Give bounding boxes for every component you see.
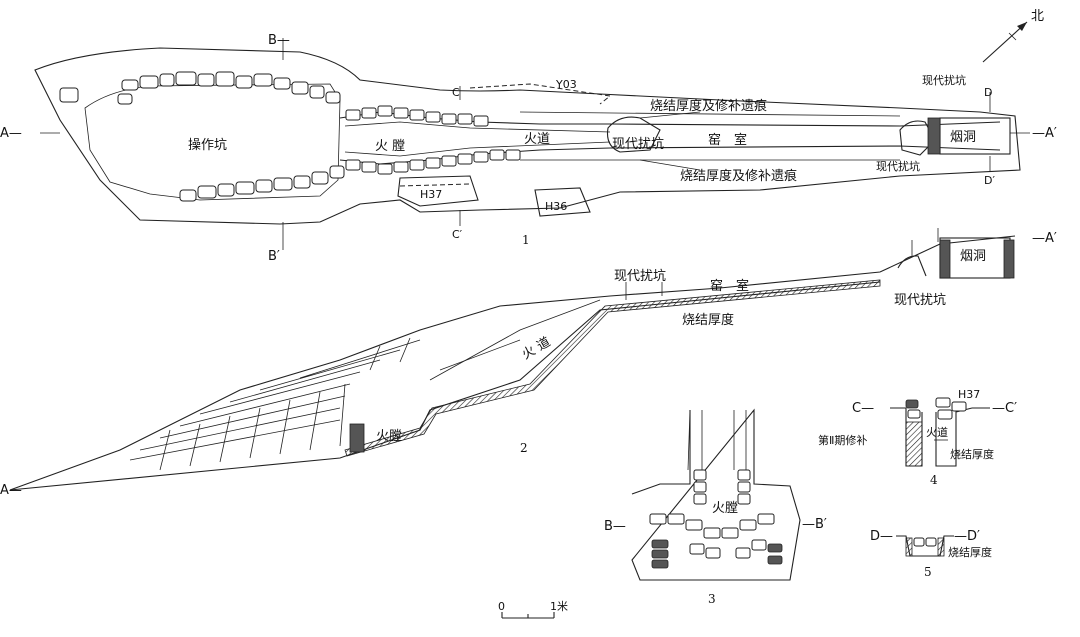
burn-layer [344, 279, 881, 457]
pit-stones-top [59, 71, 341, 105]
fig2-mark-a: A— [0, 483, 22, 498]
fig1-mark-a2: —A′ [1032, 126, 1057, 141]
fig1-mark-c2: C′ [452, 228, 463, 241]
fig2-number: 2 [520, 441, 528, 455]
fig1-mark-d: D [984, 86, 992, 99]
fig1-firebox-label: 火 膛 [375, 139, 405, 154]
h37-outline [397, 175, 479, 207]
fig1-disturb-mid-label: 现代扰坑 [612, 137, 664, 152]
section-c-view: C— —C′ H37 第Ⅱ期修补 火道 烧结厚度 4 [818, 388, 1017, 487]
section-d-view: D— —D′ 烧结厚度 5 [870, 529, 992, 579]
fig3-number: 3 [708, 592, 716, 606]
fig1-trace-top-label: 烧结厚度及修补遗痕 [650, 98, 767, 114]
scale-zero: 0 [498, 600, 505, 613]
fig1-flue-label: 火道 [524, 132, 550, 147]
section-stones [129, 337, 421, 471]
section-view: A— —A′ 现代扰坑 窑 室 烧结厚度 火 道 火膛 烟洞 现代扰坑 2 [0, 228, 1057, 498]
fig1-number: 1 [522, 233, 530, 247]
fig5-mark-d: D— [870, 529, 893, 544]
fig1-mark-c: C [452, 86, 460, 99]
fig4-number: 4 [930, 473, 938, 487]
fig4-h37-label: H37 [958, 388, 980, 401]
fig3-mark-b2: —B′ [802, 517, 827, 532]
fig2-disturb-right-label: 现代扰坑 [894, 293, 946, 308]
disturb-pit-right [899, 120, 936, 156]
fig2-burn-label: 烧结厚度 [682, 312, 734, 328]
fig3-mark-b: B— [604, 519, 626, 534]
fig1-kiln-chamber-label: 窑 室 [708, 132, 747, 148]
section-b-view: B— —B′ 火膛 3 [604, 408, 827, 606]
fig2-chimney-label: 烟洞 [960, 249, 986, 264]
fig1-mark-b: B— [268, 33, 290, 48]
pit-stones-bottom [179, 165, 345, 202]
fig1-chimney-label: 烟洞 [950, 130, 976, 145]
fig5-burn-label: 烧结厚度 [948, 545, 992, 559]
fig1-y03-label: Y03 [555, 78, 577, 91]
fig4-mark-c: C— [852, 401, 874, 416]
h36-outline [534, 187, 591, 217]
north-arrow: 北 [982, 9, 1044, 63]
fig1-disturb-top-right-label: 现代扰坑 [922, 73, 966, 87]
section-c-stones [905, 397, 967, 420]
fig2-flue-label: 火 道 [520, 335, 554, 363]
fig1-mark-a: A— [0, 126, 22, 141]
fig4-mark-c2: —C′ [992, 401, 1017, 416]
fig1-h37-label: H37 [420, 188, 442, 201]
fig1-mark-b2: B′ [268, 249, 280, 264]
disturb-pit-mid [606, 116, 661, 153]
scale-one: 1米 [550, 600, 568, 613]
fig1-h36-label: H36 [545, 200, 567, 213]
fig1-trace-bottom-label: 烧结厚度及修补遗痕 [680, 168, 797, 184]
fig2-disturb-top-label: 现代扰坑 [614, 269, 666, 284]
fig2-kiln-chamber-label: 窑 室 [710, 278, 749, 294]
firebox-wall [349, 423, 365, 453]
fig1-disturb-bottom-right-label: 现代扰坑 [876, 159, 920, 173]
fig2-firebox-label: 火膛 [376, 429, 402, 444]
fig5-mark-d2: —D′ [954, 529, 980, 544]
north-label: 北 [1031, 9, 1044, 24]
scale-bar: 0 1米 [498, 600, 568, 619]
fig1-operation-pit-label: 操作坑 [188, 137, 227, 153]
section-b-stones [649, 469, 783, 569]
fig4-repair-label: 第Ⅱ期修补 [818, 433, 867, 447]
flue-stones-top [345, 105, 489, 127]
fig4-burn-label: 烧结厚度 [950, 447, 994, 461]
fig5-number: 5 [924, 565, 932, 579]
fig3-firebox-label: 火膛 [712, 501, 738, 516]
fig1-mark-d2: D′ [984, 174, 995, 187]
flue-stones-bottom [345, 149, 521, 175]
plan-view: A— —A′ B— B′ C C′ D D′ 操作坑 火 膛 火道 现代扰坑 窑… [0, 33, 1057, 264]
fig2-mark-a2: —A′ [1032, 231, 1057, 246]
fig4-flue-label: 火道 [926, 425, 948, 439]
